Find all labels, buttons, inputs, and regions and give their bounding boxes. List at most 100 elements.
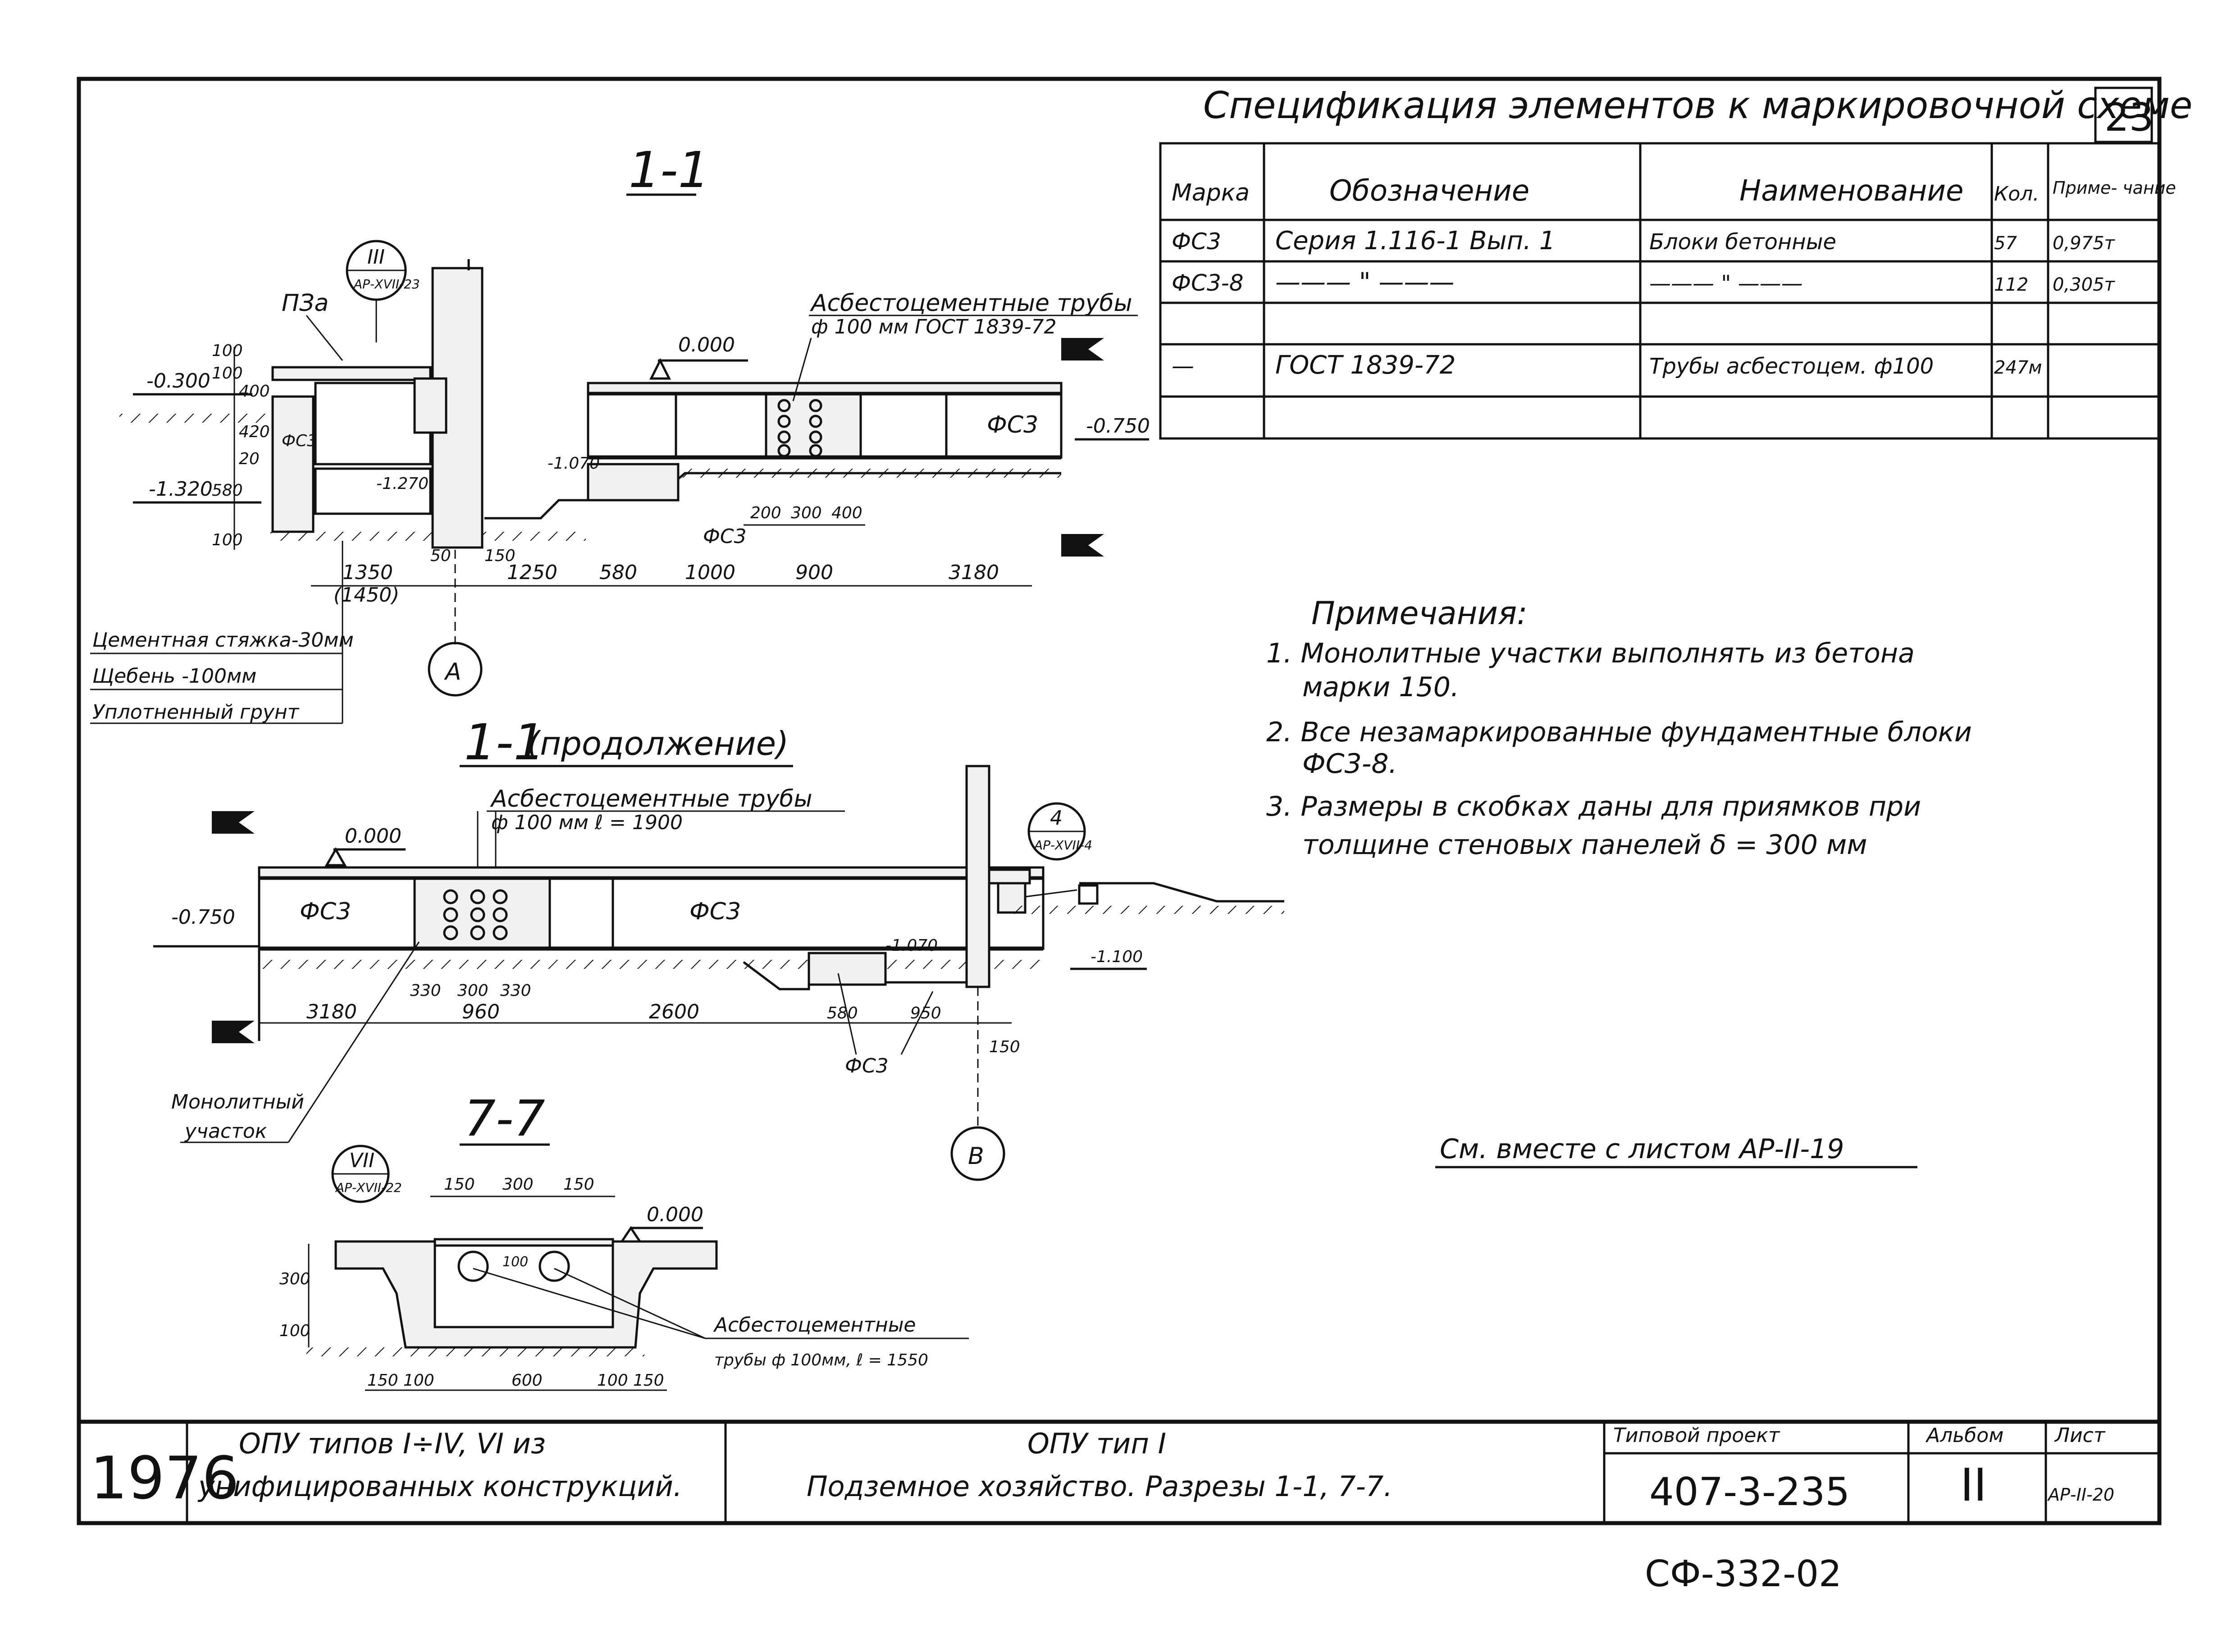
spec-cell-designation: ——— " ——— bbox=[1275, 268, 1454, 297]
note-3: 3. Размеры в скобках даны для приямков п… bbox=[1266, 791, 1921, 822]
level-0-000: 0.000 bbox=[678, 333, 735, 356]
dim-50: 50 bbox=[430, 547, 451, 565]
pipe-circle bbox=[809, 430, 822, 444]
pipe-circle bbox=[493, 925, 508, 940]
level-minus-1-320: -1.320 bbox=[149, 478, 213, 501]
callout-4-bottom: АР-XVII-4 bbox=[1033, 838, 1092, 853]
pipe-circle bbox=[538, 1250, 570, 1282]
notes-block: Примечания: 1. Монолитные участки выполн… bbox=[1266, 595, 1972, 1168]
dim-1350: 1350 bbox=[342, 561, 393, 584]
layer-soil: Уплотненный грунт bbox=[92, 701, 300, 724]
cont-ground-line bbox=[1079, 882, 1284, 903]
channel-body bbox=[334, 1240, 718, 1349]
spec-cell-designation: Серия 1.116-1 Вып. 1 bbox=[1275, 226, 1555, 256]
cont-level-minus-075: -0.750 bbox=[171, 906, 235, 929]
dim-v-3: 400 bbox=[239, 382, 270, 401]
spec-cell-name: Блоки бетонные bbox=[1649, 229, 1836, 255]
callout-4-top: 4 bbox=[1050, 807, 1063, 830]
section-7-7-title: 7-7 bbox=[464, 1090, 545, 1147]
dim-580: 580 bbox=[599, 561, 637, 584]
cont-dim-300: 300 bbox=[457, 981, 488, 1000]
section-1-1-title: 1-1 bbox=[629, 141, 710, 199]
pipes-section-cont bbox=[443, 889, 508, 940]
spec-cell-name: ——— " ——— bbox=[1649, 271, 1803, 296]
spec-cell-mark: ФС3-8 bbox=[1172, 270, 1244, 296]
level-7-7-0: 0.000 bbox=[647, 1203, 703, 1226]
layer-screed: Цементная стяжка-30мм bbox=[92, 629, 354, 652]
pipe-circle bbox=[470, 925, 485, 940]
note-2: 2. Все незамаркированные фундаментные бл… bbox=[1266, 716, 1972, 748]
dim-7-7-b5: 150 bbox=[633, 1371, 664, 1390]
dim-7-7-b2: 100 bbox=[403, 1371, 434, 1390]
pipe-circle bbox=[809, 444, 822, 457]
note-2-cont: ФС3-8. bbox=[1302, 748, 1397, 780]
notes-title: Примечания: bbox=[1311, 595, 1528, 632]
floor-slab bbox=[587, 382, 1063, 394]
stamp-mid-1: ОПУ тип I bbox=[1027, 1427, 1166, 1460]
cont-dim-330b: 330 bbox=[500, 981, 531, 1000]
header-qty: Кол. bbox=[1994, 183, 2039, 205]
drain-funnel bbox=[413, 377, 447, 434]
level-minus-0-750: -0.750 bbox=[1086, 415, 1150, 438]
spec-table-border bbox=[1159, 142, 2160, 440]
dim-3180: 3180 bbox=[949, 561, 999, 584]
cont-dim-330a: 330 bbox=[410, 981, 441, 1000]
callout-iii-bottom: АР-XVII-23 bbox=[353, 277, 420, 292]
spec-cell-designation: ГОСТ 1839-72 bbox=[1275, 351, 1456, 380]
stamp-project-no: 407-3-235 bbox=[1649, 1469, 1850, 1515]
block-fs3-small: ФС3 bbox=[282, 432, 317, 450]
spec-title: Спецификация элементов к маркировочной с… bbox=[1203, 84, 2192, 127]
axis-a-marker bbox=[428, 642, 483, 697]
stamp-left-1: ОПУ типов I÷IV, VI из bbox=[239, 1427, 546, 1460]
pipe-circle bbox=[809, 399, 822, 412]
level-minus-1-270: -1.270 bbox=[376, 475, 429, 493]
cont-block-left: ФС3 bbox=[300, 898, 351, 925]
dim-v-7: 100 bbox=[212, 531, 243, 549]
pipe-circle bbox=[457, 1250, 489, 1282]
stamp-year: 1976 bbox=[90, 1444, 239, 1512]
pipes-label-1-1-a: Асбестоцементные трубы bbox=[810, 290, 1132, 317]
cont-block-bottom: ФС3 bbox=[845, 1054, 889, 1077]
cont-level-minus-11: -1.100 bbox=[1091, 948, 1143, 966]
callout-vii-top: VII bbox=[349, 1149, 374, 1172]
pipes-section-1-1 bbox=[777, 399, 822, 457]
pipe-circle bbox=[777, 415, 791, 428]
page-number-box bbox=[2094, 87, 2153, 143]
cont-level-minus-107: -1.070 bbox=[885, 936, 938, 955]
pipe-circle bbox=[443, 907, 458, 922]
dim-pipe-2: 300 bbox=[791, 504, 822, 522]
section-7-7: 7-7 VII АР-XVII-22 0.000 150 300 150 300… bbox=[279, 1090, 969, 1391]
spec-cell-mark: ФС3 bbox=[1172, 228, 1221, 255]
dim-v-6: 580 bbox=[212, 481, 243, 500]
section-cont-suffix: (продолжение) bbox=[527, 725, 789, 762]
dim-7-7-v1: 300 bbox=[279, 1270, 310, 1288]
pipes-section-7-7 bbox=[457, 1250, 570, 1282]
dim-1250: 1250 bbox=[507, 561, 557, 584]
layer-legend: Цементная стяжка-30мм Щебень -100мм Упло… bbox=[90, 541, 354, 724]
stamp-sheet-no: АР-II-20 bbox=[2047, 1485, 2114, 1505]
dim-v-1: 100 bbox=[212, 342, 243, 360]
stamp-album-label: Альбом bbox=[1925, 1424, 2003, 1447]
monolith-label-b: участок bbox=[184, 1120, 267, 1143]
level-minus-0-300: -0.300 bbox=[146, 370, 210, 392]
footer-code: СФ-332-02 bbox=[1645, 1553, 1842, 1595]
note-3-cont: толщине стеновых панелей δ = 300 мм bbox=[1302, 829, 1867, 861]
pipes-7-7-label-b: трубы ф 100мм, ℓ = 1550 bbox=[714, 1351, 928, 1369]
dim-900: 900 bbox=[795, 561, 833, 584]
cont-dim-3180: 3180 bbox=[306, 1000, 357, 1023]
dim-1000: 1000 bbox=[685, 561, 735, 584]
axis-a-label: А bbox=[444, 658, 461, 685]
specification-table: Спецификация элементов к маркировочной с… bbox=[1159, 84, 2192, 440]
dim-pipe-1: 200 bbox=[750, 504, 781, 522]
section-cont-title: 1-1 bbox=[464, 713, 545, 771]
section-1-1: 1-1 III АР-XVII-23 ПЗа ФС3 ФС3 ФС3 bbox=[90, 141, 1150, 724]
header-mark: Марка bbox=[1172, 179, 1250, 206]
dim-v-5: 20 bbox=[239, 450, 260, 468]
cont-dim-150: 150 bbox=[989, 1038, 1020, 1056]
cont-block-right: ФС3 bbox=[689, 898, 741, 925]
callout-vii-bottom: АР-XVII-22 bbox=[335, 1180, 402, 1195]
panel-label: ПЗа bbox=[282, 290, 329, 317]
cont-dim-950: 950 bbox=[910, 1004, 941, 1022]
pipe-circle bbox=[777, 399, 791, 412]
